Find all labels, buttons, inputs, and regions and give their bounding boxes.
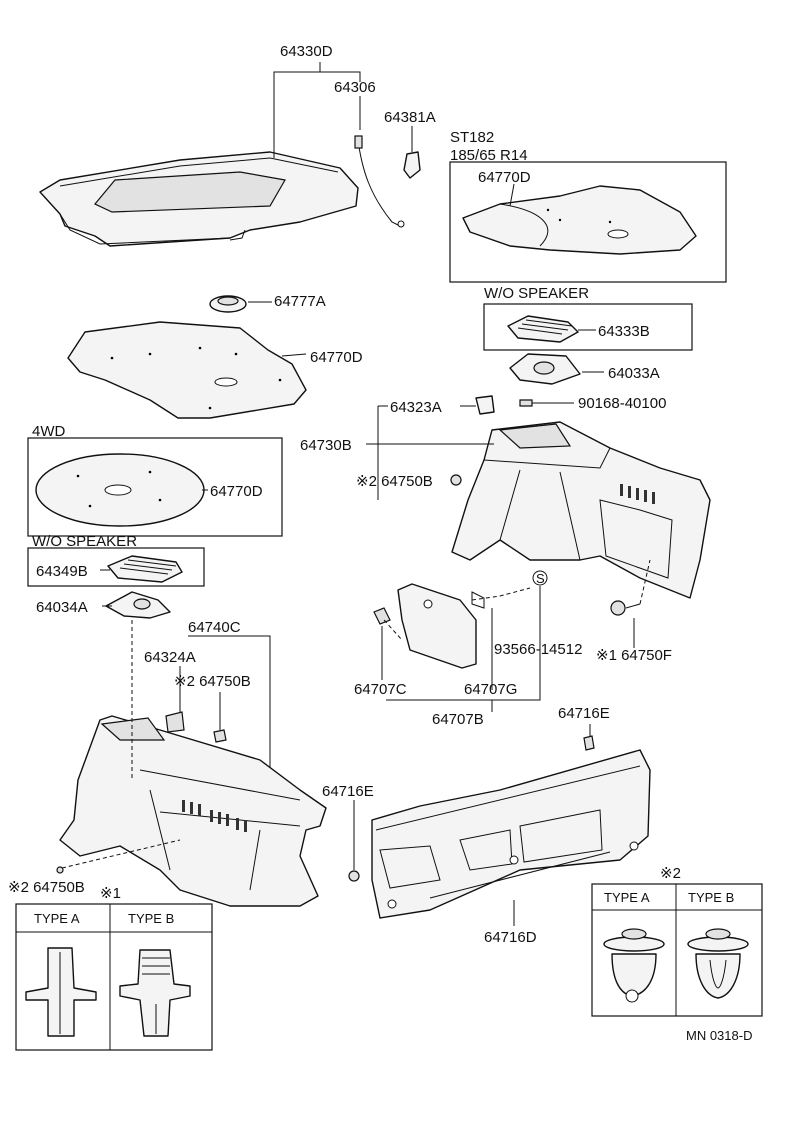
speaker-grille-64333B-part — [507, 315, 579, 343]
label-64770D-top: 64770D — [478, 169, 531, 186]
label-64770D-4wd: 64770D — [210, 483, 263, 500]
clip-64381A-part — [403, 126, 421, 179]
clip-64324A-part — [165, 711, 185, 733]
label-64707G: 64707G — [464, 681, 517, 698]
s-mark-circle — [532, 570, 548, 586]
label-64770D-mid: 64770D — [310, 349, 363, 366]
label-64777A: 64777A — [274, 293, 326, 310]
clip-64716E-top-part — [583, 735, 595, 751]
label-wo-speaker-right: W/O SPEAKER — [484, 285, 589, 302]
label-st182: ST182 — [450, 129, 494, 146]
label-64306: 64306 — [334, 79, 376, 96]
label-64716E-top: 64716E — [558, 705, 610, 722]
label-64034A: 64034A — [36, 599, 88, 616]
label-ref-1: ※1 — [100, 885, 121, 902]
label-s-mark: S — [536, 571, 545, 586]
wo-speaker-right-box — [483, 303, 693, 351]
label-wo-speaker-left: W/O SPEAKER — [32, 533, 137, 550]
label-93566-14512: 93566-14512 — [494, 641, 582, 658]
label-64740C: 64740C — [188, 619, 241, 636]
clip-64707C-part — [373, 607, 391, 625]
table2-type-a-header: TYPE A — [604, 890, 650, 905]
label-64716E-left: 64716E — [322, 783, 374, 800]
label-90168-40100: 90168-40100 — [578, 395, 666, 412]
type-a-fastener-1-part — [25, 947, 97, 1037]
screw-90168-part — [519, 399, 542, 407]
label-64750F: ※1 64750F — [596, 647, 672, 664]
4wd-box — [27, 437, 283, 537]
fastener-64750F-part — [610, 600, 641, 616]
label-64750B-mid: ※2 64750B — [174, 673, 251, 690]
speaker-grille-64349B-part — [107, 555, 183, 583]
clip-64323A-part — [475, 395, 495, 415]
table2-type-b-header: TYPE B — [688, 890, 734, 905]
type-b-fastener-1-part — [119, 949, 191, 1037]
trim-cover-64707G-part — [397, 583, 477, 669]
table1-type-b-header: TYPE B — [128, 911, 174, 926]
label-64381A: 64381A — [384, 109, 436, 126]
fastener-64750B-bottom-part — [56, 866, 64, 874]
wo-speaker-left-box — [27, 547, 205, 587]
type-table-1 — [15, 903, 213, 1051]
label-64750B-right: ※2 64750B — [356, 473, 433, 490]
label-64730B: 64730B — [300, 437, 352, 454]
fastener-64750B-right-part — [450, 474, 462, 486]
table1-type-a-header: TYPE A — [34, 911, 80, 926]
grommet-64777A-part — [209, 295, 247, 313]
label-64707B: 64707B — [432, 711, 484, 728]
cable-64306-part — [354, 96, 405, 228]
label-64323A: 64323A — [390, 399, 442, 416]
rear-panel-64716D-part — [371, 749, 651, 919]
label-tire-size: 185/65 R14 — [450, 147, 528, 164]
type-b-fastener-2-part — [687, 928, 749, 999]
label-64716D: 64716D — [484, 929, 537, 946]
st182-box — [449, 161, 727, 283]
trunk-mat-64770D-top-part — [462, 185, 697, 255]
label-64707C: 64707C — [354, 681, 407, 698]
package-tray-part — [39, 151, 359, 247]
quarter-trim-64740C-part — [59, 715, 327, 907]
type-table-2 — [591, 883, 763, 1017]
label-64750B-bottom: ※2 64750B — [8, 879, 85, 896]
type-a-fastener-2-part — [603, 928, 665, 1003]
label-mn-code: MN 0318-D — [686, 1028, 752, 1043]
label-64324A: 64324A — [144, 649, 196, 666]
label-64330D: 64330D — [280, 43, 333, 60]
label-64333B: 64333B — [598, 323, 650, 340]
label-64033A: 64033A — [608, 365, 660, 382]
fastener-64750B-mid-part — [213, 729, 227, 743]
quarter-trim-64730B-part — [451, 421, 711, 599]
label-64349B: 64349B — [36, 563, 88, 580]
trunk-mat-64770D-4wd-part — [35, 453, 205, 527]
trunk-mat-64770D-mid-part — [67, 321, 307, 419]
label-4wd: 4WD — [32, 423, 66, 440]
clip-64716E-left-part — [348, 870, 360, 882]
bracket-64034A-part — [105, 591, 171, 619]
label-ref-2: ※2 — [660, 865, 681, 882]
bracket-64033A-part — [509, 353, 581, 385]
